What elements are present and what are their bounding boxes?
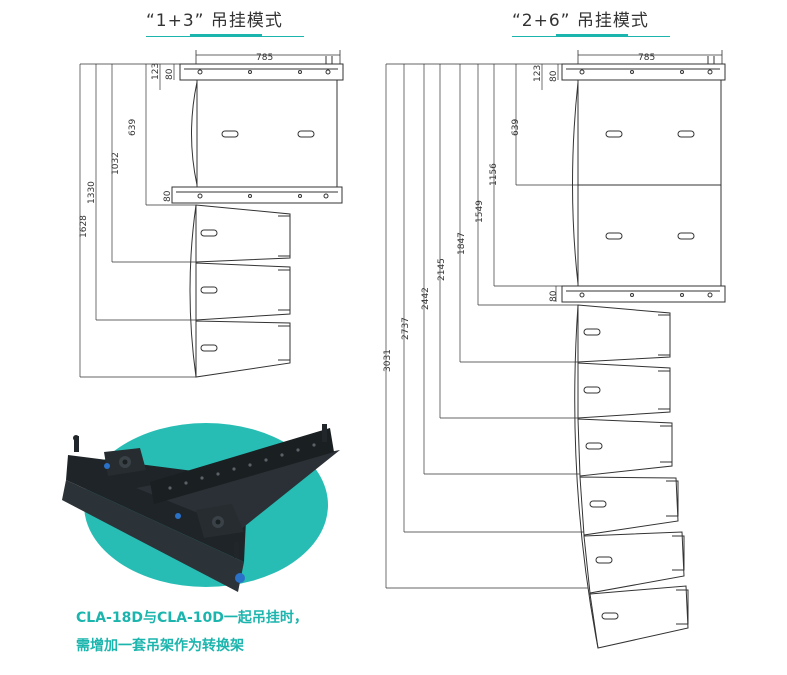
- left-dim-80-mid: 80: [163, 190, 173, 202]
- right-dim-639: 639: [511, 119, 521, 136]
- left-conversion-frame: [171, 186, 343, 204]
- right-line-array-cabinets: [574, 304, 689, 649]
- right-dim-2737: 2737: [401, 317, 411, 340]
- left-dimension-lines: [79, 63, 196, 378]
- left-dim-123: 123: [151, 63, 161, 80]
- right-dim-80-top: 80: [549, 70, 559, 82]
- left-dim-1032: 1032: [111, 152, 121, 175]
- right-dim-3031: 3031: [383, 349, 393, 372]
- left-line-array-cabinets: [189, 204, 291, 378]
- title-2plus6-underline: [556, 34, 628, 37]
- left-sub-cabinet: [191, 79, 338, 188]
- right-dim-123: 123: [533, 65, 543, 82]
- title-2plus6-rule: [512, 36, 670, 37]
- title-1plus3: “1+3” 吊挂模式: [146, 11, 283, 31]
- title-1plus3-rule: [146, 36, 304, 37]
- right-dim-1156: 1156: [489, 163, 499, 186]
- right-dim-2442: 2442: [421, 287, 431, 310]
- left-width-label: 785: [256, 53, 273, 63]
- left-diagram: [79, 50, 344, 378]
- left-dim-80-top: 80: [165, 68, 175, 80]
- right-top-flybar: [561, 56, 726, 81]
- left-top-flybar: [179, 56, 344, 81]
- caption-line-1: CLA-18D与CLA-10D一起吊挂时，: [76, 610, 308, 626]
- caption-line-2: 需增加一套吊架作为转换架: [76, 638, 244, 654]
- left-dim-639: 639: [128, 119, 138, 136]
- left-dim-1330: 1330: [87, 181, 97, 204]
- right-dim-80-mid: 80: [549, 290, 559, 302]
- right-dim-1549: 1549: [475, 200, 485, 223]
- right-diagram: [385, 50, 726, 649]
- right-conversion-frame: [561, 285, 726, 303]
- right-dim-2145: 2145: [437, 258, 447, 281]
- right-dim-1847: 1847: [457, 232, 467, 255]
- title-2plus6: “2+6” 吊挂模式: [512, 11, 649, 31]
- right-dimension-lines: [385, 63, 588, 589]
- title-1plus3-underline: [190, 34, 262, 37]
- left-dim-1628: 1628: [79, 215, 89, 238]
- flying-frame-illustration: [62, 423, 340, 592]
- right-sub-cabinets: [572, 79, 722, 287]
- right-width-label: 785: [638, 53, 655, 63]
